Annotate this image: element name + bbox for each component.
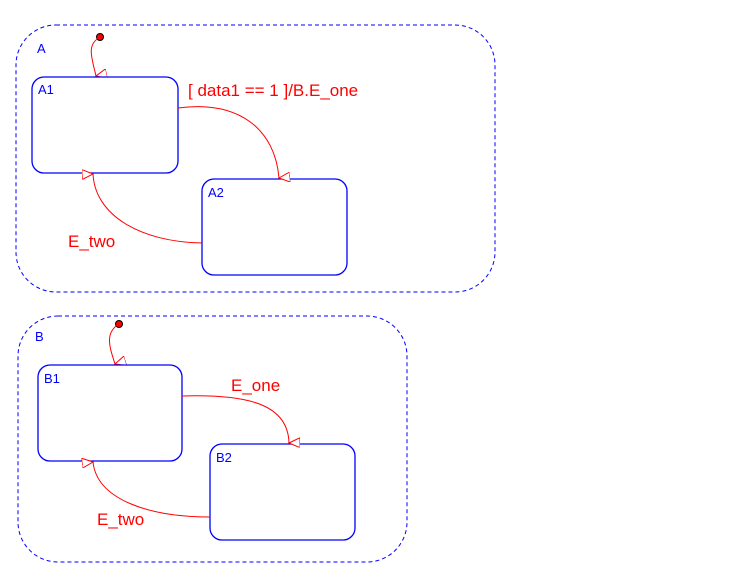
transition-a2-to-a1[interactable] bbox=[93, 174, 203, 244]
state-b2-box[interactable] bbox=[209, 443, 356, 541]
transition-a1-to-a2[interactable] bbox=[177, 106, 279, 178]
superstate-b-border[interactable] bbox=[17, 315, 408, 563]
state-a1-box[interactable] bbox=[31, 76, 179, 174]
superstate-b[interactable]: B bbox=[17, 315, 408, 563]
state-a1[interactable]: A1 bbox=[31, 76, 179, 174]
state-b1-box[interactable] bbox=[37, 364, 183, 462]
state-a1-label: A1 bbox=[38, 82, 54, 97]
transition-a1-to-a2-label[interactable]: [ data1 == 1 ]/B.E_one bbox=[188, 81, 358, 100]
default-transition-a[interactable] bbox=[90, 36, 100, 76]
superstate-a[interactable]: A bbox=[15, 24, 496, 293]
transition-b1-to-b2[interactable] bbox=[181, 395, 289, 443]
state-b2-label: B2 bbox=[216, 450, 232, 465]
state-b1[interactable]: B1 bbox=[37, 364, 183, 462]
state-a2-label: A2 bbox=[208, 185, 224, 200]
transition-b2-to-b1[interactable] bbox=[93, 462, 211, 518]
state-a2[interactable]: A2 bbox=[201, 178, 348, 276]
state-b2[interactable]: B2 bbox=[209, 443, 356, 541]
state-a2-box[interactable] bbox=[201, 178, 348, 276]
state-b-label: B bbox=[35, 329, 44, 344]
state-b1-label: B1 bbox=[44, 371, 60, 386]
transition-b2-to-b1-label[interactable]: E_two bbox=[97, 510, 144, 529]
superstate-a-border[interactable] bbox=[15, 24, 496, 293]
transition-a2-to-a1-label[interactable]: E_two bbox=[68, 232, 115, 251]
default-transition-b[interactable] bbox=[109, 323, 119, 364]
state-a-label: A bbox=[37, 41, 46, 56]
transition-b1-to-b2-label[interactable]: E_one bbox=[231, 376, 280, 395]
